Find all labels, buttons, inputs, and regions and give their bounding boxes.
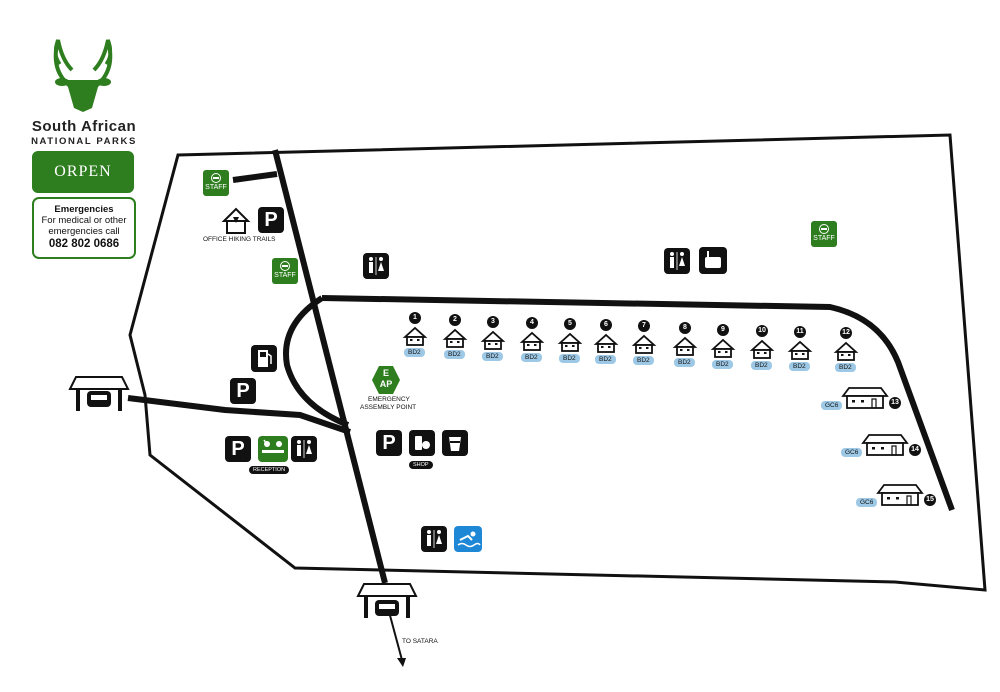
assembly-point-icon bbox=[372, 366, 400, 394]
south-gate-icon bbox=[356, 583, 418, 618]
unit-number: 11 bbox=[794, 326, 806, 338]
unit-number: 14 bbox=[909, 444, 921, 456]
unit-type-label: BD2 bbox=[595, 355, 616, 364]
staff-area-icon: STAFF bbox=[272, 258, 298, 284]
unit-type-label: GC6 bbox=[841, 448, 863, 457]
office-hiking-label: OFFICE HIKING TRAILS bbox=[203, 236, 276, 243]
unit-number: 13 bbox=[889, 397, 901, 409]
emergency-title: Emergencies bbox=[54, 204, 114, 215]
staff-label: STAFF bbox=[274, 272, 296, 279]
arrow-head-icon bbox=[397, 658, 406, 667]
unit-type-label: BD2 bbox=[712, 360, 733, 369]
kudu-head-logo bbox=[53, 39, 113, 112]
camp-boundary bbox=[128, 133, 987, 592]
chalet-hut-icon bbox=[557, 332, 583, 352]
toilets-icon bbox=[291, 436, 317, 462]
staff-area-icon: STAFF bbox=[811, 221, 837, 247]
unit-number: 6 bbox=[600, 319, 612, 331]
brand-name: South African bbox=[31, 118, 137, 135]
parking-icon: P bbox=[376, 430, 402, 456]
chalet-hut-icon bbox=[519, 331, 545, 351]
guest-cottage-icon bbox=[841, 387, 889, 409]
chalet-row bbox=[402, 326, 859, 361]
entrance-road bbox=[127, 395, 351, 435]
main-road bbox=[272, 149, 388, 584]
parking-icon: P bbox=[258, 207, 284, 233]
assembly-label-2: ASSEMBLY POINT bbox=[360, 404, 417, 411]
chalet-hut-icon bbox=[710, 338, 736, 358]
chalet-hut-icon bbox=[787, 340, 813, 360]
assembly-label-1: EMERGENCY bbox=[368, 396, 410, 403]
brand-subtitle: NATIONAL PARKS bbox=[31, 136, 137, 147]
emergency-phone[interactable]: 082 802 0686 bbox=[48, 238, 120, 250]
guest-cottage-icon bbox=[861, 434, 909, 456]
chalet-hut-icon bbox=[749, 339, 775, 359]
shop-drinks-icon bbox=[442, 430, 468, 456]
unit-type-label: BD2 bbox=[482, 352, 503, 361]
unit-number: 7 bbox=[638, 320, 650, 332]
toilets-icon bbox=[363, 253, 389, 279]
unit-type-label: BD2 bbox=[404, 348, 425, 357]
unit-type-label: BD2 bbox=[444, 350, 465, 359]
fuel-station-icon bbox=[251, 345, 277, 372]
kitchen-icon bbox=[699, 247, 727, 274]
unit-type-label: BD2 bbox=[789, 362, 810, 371]
staff-label: STAFF bbox=[813, 235, 835, 242]
cottage-column bbox=[841, 387, 924, 506]
parking-icon: P bbox=[230, 378, 256, 404]
shop-label: SHOP bbox=[409, 461, 433, 469]
chalet-hut-icon bbox=[672, 336, 698, 356]
unit-number: 8 bbox=[679, 322, 691, 334]
unit-type-label: BD2 bbox=[633, 356, 654, 365]
emergency-line1: For medical or other bbox=[41, 215, 127, 226]
chalet-hut-icon bbox=[593, 333, 619, 353]
unit-number: 12 bbox=[840, 327, 852, 339]
camp-name-badge: ORPEN bbox=[32, 151, 134, 193]
loop-road bbox=[283, 295, 350, 428]
eap-bottom-letters: AP bbox=[379, 379, 393, 389]
unit-number: 10 bbox=[756, 325, 768, 337]
reception-icon bbox=[258, 436, 288, 462]
emergency-box: Emergencies For medical or other emergen… bbox=[32, 197, 136, 259]
eap-top-letter: E bbox=[382, 368, 389, 378]
unit-number: 15 bbox=[924, 494, 936, 506]
chalet-hut-icon bbox=[631, 334, 657, 354]
unit-number: 1 bbox=[409, 312, 421, 324]
parking-icon: P bbox=[225, 436, 251, 462]
toilets-icon bbox=[664, 248, 690, 274]
toilets-icon bbox=[421, 526, 447, 552]
chalet-road bbox=[321, 295, 955, 512]
swimming-pool-icon bbox=[454, 526, 482, 552]
unit-type-label: GC6 bbox=[821, 401, 843, 410]
office-house-icon bbox=[221, 207, 251, 234]
unit-number: 4 bbox=[526, 317, 538, 329]
unit-type-label: BD2 bbox=[521, 353, 542, 362]
shop-groceries-icon bbox=[409, 430, 435, 456]
reception-label: RECEPTION bbox=[249, 466, 290, 474]
unit-number: 2 bbox=[449, 314, 461, 326]
emergency-line2: emergencies call bbox=[48, 226, 120, 237]
unit-number: 9 bbox=[717, 324, 729, 336]
unit-number: 3 bbox=[487, 316, 499, 328]
west-gate-icon bbox=[68, 376, 130, 411]
unit-type-label: BD2 bbox=[559, 354, 580, 363]
to-satara-label: TO SATARA bbox=[402, 638, 438, 645]
unit-number: 5 bbox=[564, 318, 576, 330]
guest-cottage-icon bbox=[876, 484, 924, 506]
chalet-hut-icon bbox=[480, 330, 506, 350]
to-satara-arrow bbox=[387, 607, 403, 661]
unit-type-label: BD2 bbox=[835, 363, 856, 372]
unit-type-label: BD2 bbox=[674, 358, 695, 367]
staff-road bbox=[232, 171, 278, 183]
chalet-hut-icon bbox=[442, 328, 468, 348]
unit-type-label: GC6 bbox=[856, 498, 878, 507]
chalet-hut-icon bbox=[402, 326, 428, 346]
unit-type-label: BD2 bbox=[751, 361, 772, 370]
chalet-hut-icon bbox=[833, 341, 859, 361]
staff-label: STAFF bbox=[205, 184, 227, 191]
staff-area-icon: STAFF bbox=[203, 170, 229, 196]
